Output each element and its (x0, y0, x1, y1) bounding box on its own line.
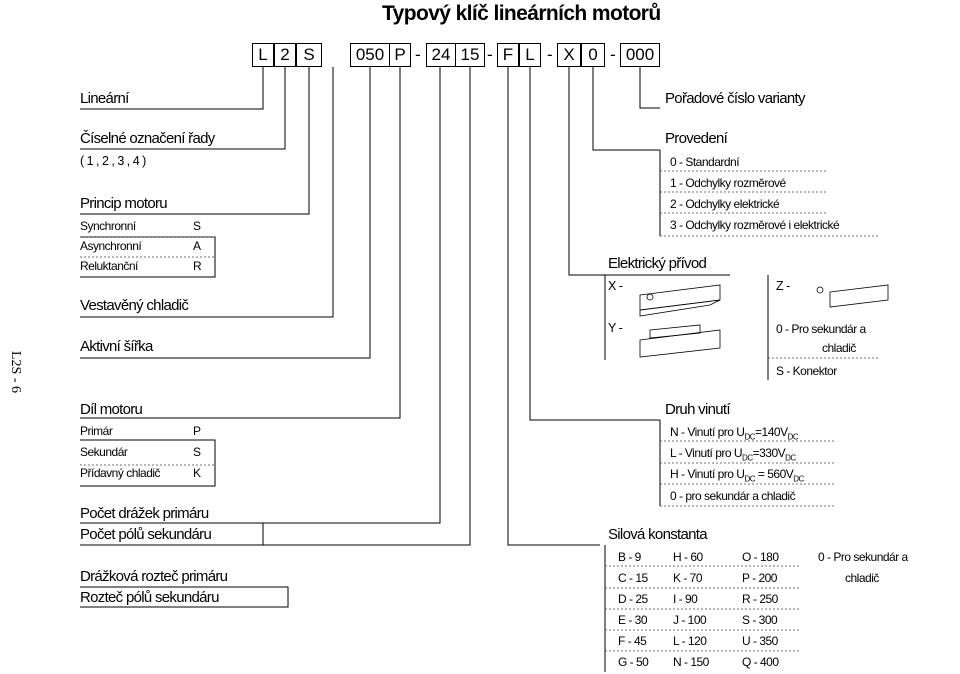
silova-cell: O - 180 (742, 550, 779, 564)
dil-item-code: P (193, 424, 201, 438)
code-box-11: 0 (581, 43, 605, 67)
label-pocet-drazek: Počet drážek primáru (80, 505, 209, 522)
silova-cell: B - 9 (618, 550, 641, 564)
code-box-5: P (389, 43, 411, 67)
silova-cell: K - 70 (673, 571, 703, 585)
princip-item-code: A (193, 239, 201, 253)
label-pocet-polu: Počet pólů sekundáru (80, 526, 212, 543)
label-roztec: Rozteč pólů sekundáru (80, 589, 219, 606)
silova-cell: F - 45 (618, 634, 647, 648)
silova-cell: G - 50 (618, 655, 649, 669)
code-box-1: L (252, 43, 274, 67)
silova-cell: R - 250 (742, 592, 778, 606)
dil-item-label: Přídavný chladič (80, 466, 161, 480)
label-dil: Díl motoru (80, 401, 143, 418)
label-poradove: Pořadové číslo varianty (665, 90, 806, 107)
druh-item: H - Vinutí pro UDC = 560VDC (670, 467, 804, 484)
provedeni-item: 1 - Odchylky rozměrové (670, 176, 786, 190)
silova-extra: 0 - Pro sekundár a (818, 550, 908, 564)
label-provedeni: Provedení (665, 130, 728, 147)
dil-item-code: S (193, 445, 201, 459)
code-box-10: X (557, 43, 581, 67)
silova-cell: S - 300 (742, 613, 778, 627)
code-box-2: 2 (274, 43, 296, 67)
code-sep: - (415, 45, 421, 64)
code-box-7: 15 (455, 43, 485, 67)
privod-y: Y - (608, 321, 623, 335)
dil-item-label: Sekundár (80, 445, 128, 459)
princip-item-code: S (193, 219, 201, 233)
code-box-9: L (519, 43, 541, 67)
provedeni-item: 2 - Odchylky elektrické (670, 197, 780, 211)
silova-cell: N - 150 (673, 655, 709, 669)
label-drazkova: Drážková rozteč primáru (80, 568, 228, 585)
silova-cell: Q - 400 (742, 655, 779, 669)
privod-item: chladič (822, 341, 856, 355)
princip-item-label: Synchronní (80, 219, 136, 233)
page-title: Typový klíč lineárních motorů (382, 2, 661, 25)
label-sirka: Aktivní šířka (80, 338, 153, 355)
silova-cell: U - 350 (742, 634, 778, 648)
provedeni-item: 0 - Standardní (670, 155, 740, 169)
silova-cell: P - 200 (742, 571, 777, 585)
label-silova: Silová konstanta (608, 526, 708, 543)
privod-item: 0 - Pro sekundár a (776, 322, 866, 336)
druh-item: 0 - pro sekundár a chladič (670, 489, 796, 503)
code-box-3: S (296, 43, 322, 67)
label-privod: Elektrický přívod (608, 255, 707, 272)
silova-cell: E - 30 (618, 613, 648, 627)
druh-item: L - Vinutí pro UDC=330VDC (670, 446, 796, 463)
silova-cell: H - 60 (673, 550, 703, 564)
druh-item: N - Vinutí pro UDC=140VDC (670, 425, 799, 442)
dil-item-code: K (193, 466, 201, 480)
privod-x: X - (608, 279, 623, 293)
dil-item-label: Primár (80, 424, 113, 438)
silova-cell: D - 25 (618, 592, 648, 606)
privod-item: S - Konektor (776, 364, 837, 378)
silova-cell: C - 15 (618, 571, 648, 585)
code-sep: - (547, 45, 553, 64)
code-box-12: 000 (620, 43, 660, 67)
label-linearni: Lineární (80, 90, 129, 107)
silova-extra: chladič (845, 571, 879, 585)
label-chladic: Vestavěný chladič (80, 297, 189, 314)
privod-z: Z - (776, 279, 790, 293)
label-princip: Princip motoru (80, 195, 168, 212)
princip-item-label: Asynchronní (80, 239, 142, 253)
label-druh: Druh vinutí (665, 401, 731, 418)
princip-item-label: Reluktanční (80, 259, 138, 273)
provedeni-item: 3 - Odchylky rozměrové i elektrické (670, 218, 840, 232)
silova-cell: J - 100 (673, 613, 707, 627)
code-sep: - (487, 45, 493, 64)
silova-cell: L - 120 (673, 634, 707, 648)
code-sep: - (610, 45, 616, 64)
princip-item-code: R (193, 259, 202, 273)
silova-cell: I - 90 (673, 592, 698, 606)
label-ciselne: Číselné označení řady (80, 130, 215, 147)
ciselne-values: ( 1 , 2 , 3 , 4 ) (80, 154, 146, 168)
code-box-8: F (497, 43, 519, 67)
